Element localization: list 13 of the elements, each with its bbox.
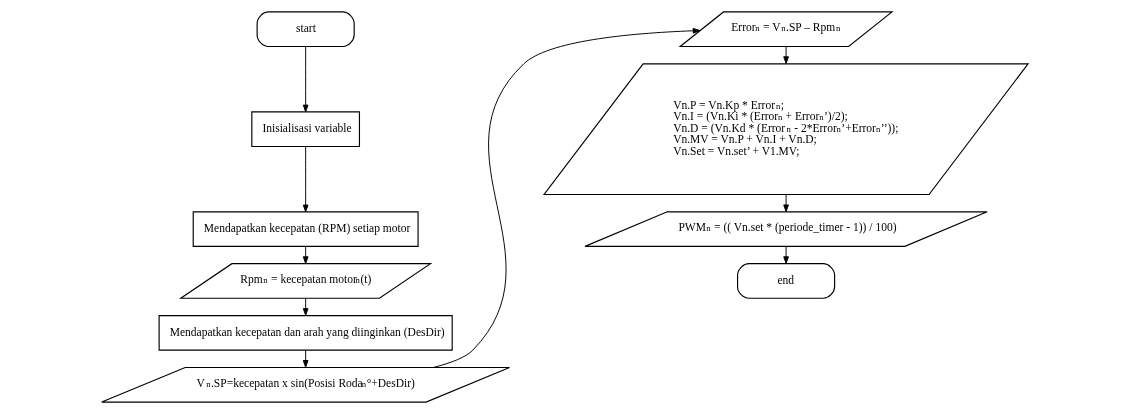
- node-box: start: [256, 11, 355, 48]
- node-box: end: [737, 263, 836, 299]
- arrow: [783, 194, 789, 213]
- arrow: [783, 245, 789, 264]
- node-box: Inisialisasi variable: [251, 111, 361, 148]
- arrow: [783, 46, 789, 64]
- arrow: [302, 46, 309, 113]
- arrow: [302, 146, 309, 213]
- node-box: Mendapatkan kecepatan dan arah yang diinginkan (DesDir): [158, 315, 453, 351]
- arrow: [302, 245, 309, 264]
- arrow: [302, 349, 309, 368]
- node-box: Mendapatkan kecepatan (RPM) setiap motor: [192, 211, 419, 247]
- arrow: [302, 297, 309, 316]
